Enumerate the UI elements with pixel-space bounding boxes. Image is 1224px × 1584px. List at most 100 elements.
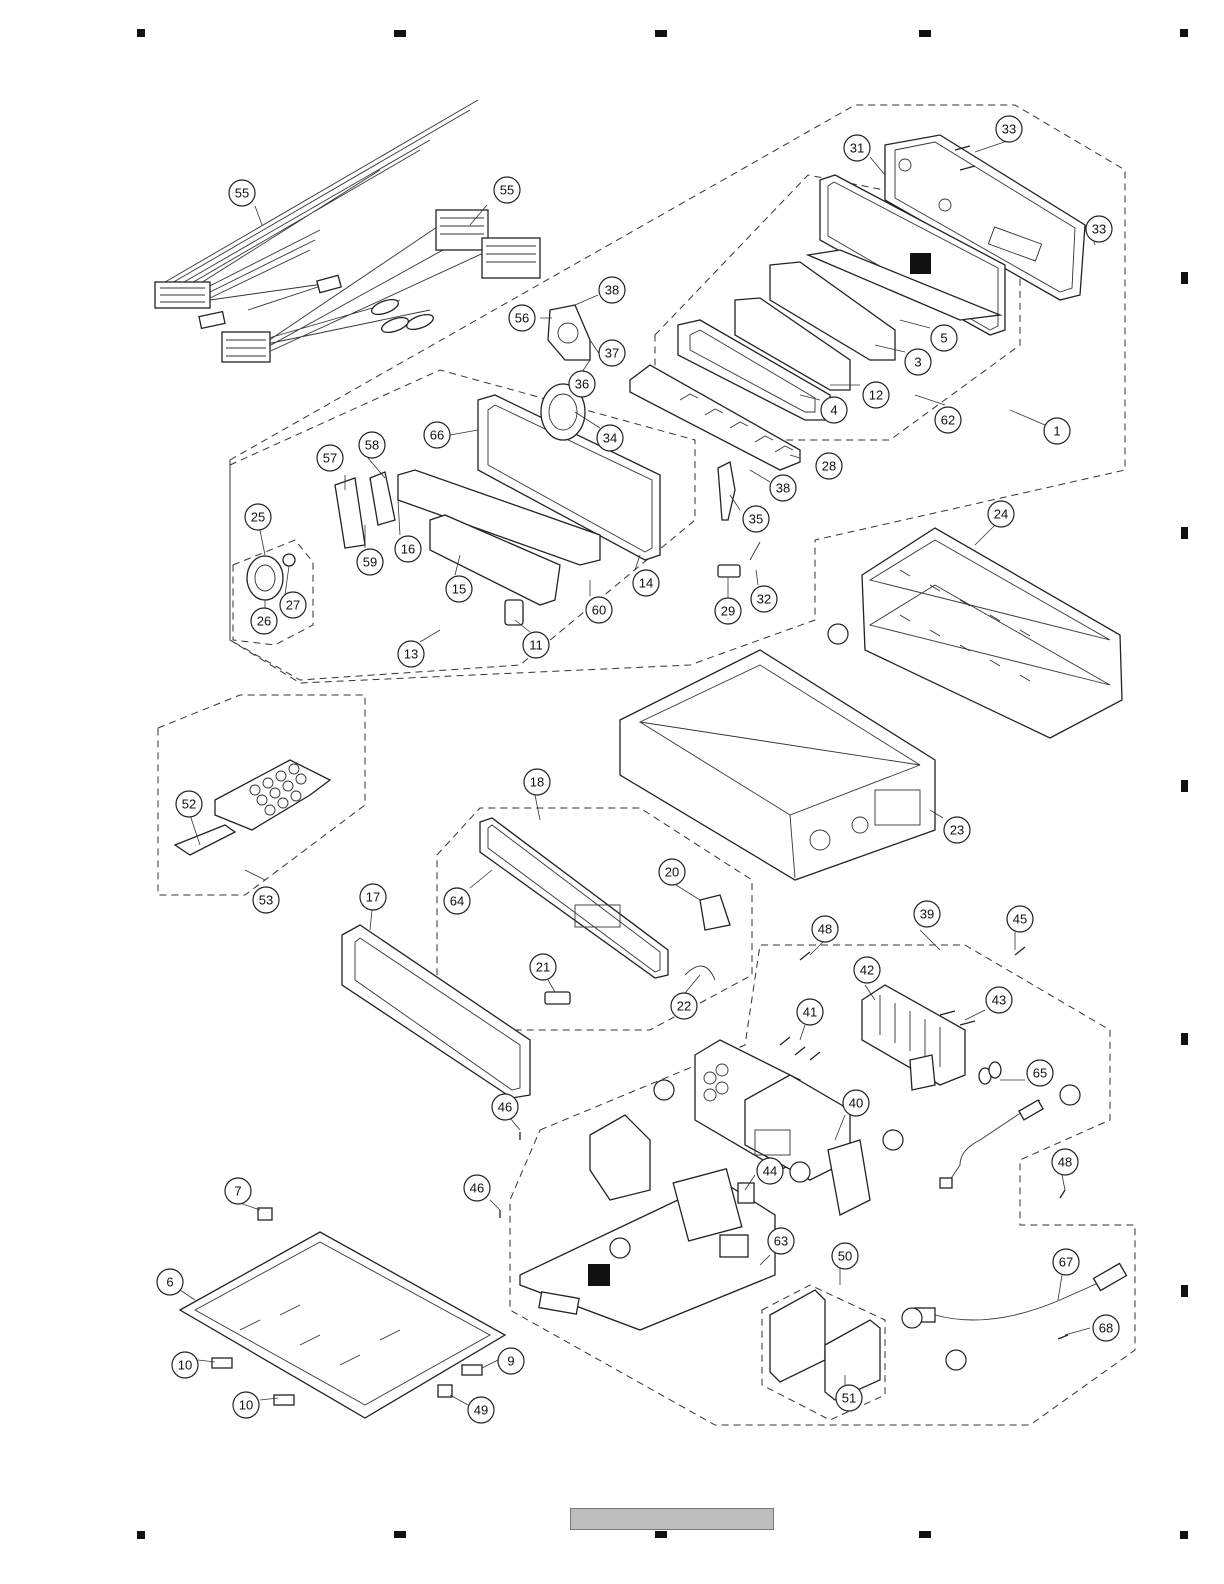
callout-13: 13 [398,641,424,667]
callout-38-top: 38 [599,277,625,303]
svg-text:45: 45 [1013,912,1027,927]
svg-text:4: 4 [830,403,837,418]
svg-text:57: 57 [323,451,337,466]
callout-27: 27 [280,592,306,618]
front-panel [335,384,660,625]
svg-text:46: 46 [470,1181,484,1196]
callout-67: 67 [1053,1249,1079,1275]
callout-3: 3 [905,349,931,375]
svg-text:59: 59 [363,555,377,570]
svg-text:50: 50 [838,1249,852,1264]
svg-text:21: 21 [536,960,550,975]
svg-text:25: 25 [251,510,265,525]
svg-text:37: 37 [605,346,619,361]
callout-52: 52 [176,791,202,817]
svg-text:18: 18 [530,775,544,790]
callout-59: 59 [357,549,383,575]
svg-text:3: 3 [914,355,921,370]
svg-text:42: 42 [860,963,874,978]
chassis-23 [620,650,935,880]
svg-text:14: 14 [639,576,653,591]
svg-text:15: 15 [452,582,466,597]
svg-text:33: 33 [1002,122,1016,137]
callout-20: 20 [659,859,685,885]
svg-text:5: 5 [940,331,947,346]
callout-24: 24 [988,501,1014,527]
svg-text:43: 43 [992,993,1006,1008]
svg-text:39: 39 [920,907,934,922]
svg-text:27: 27 [286,598,300,613]
callout-10-bottom: 10 [233,1392,259,1418]
svg-text:12: 12 [869,388,883,403]
wiring-harness [155,100,540,362]
svg-text:48: 48 [1058,1155,1072,1170]
callout-49: 49 [468,1397,494,1423]
callout-64: 64 [444,888,470,914]
callout-7: 7 [225,1178,251,1204]
callout-50: 50 [832,1243,858,1269]
svg-text:65: 65 [1033,1066,1047,1081]
svg-text:6: 6 [166,1275,173,1290]
callout-12: 12 [863,382,889,408]
callout-33-top: 33 [996,116,1022,142]
main-pcb [520,1040,870,1330]
callout-48-right: 48 [1052,1149,1078,1175]
callout-66: 66 [424,422,450,448]
callout-48-top: 48 [812,916,838,942]
svg-text:31: 31 [850,141,864,156]
callout-55-harness: 55 [229,180,255,206]
callout-32: 32 [751,586,777,612]
callout-33-right: 33 [1086,216,1112,242]
callout-5: 5 [931,325,957,351]
svg-text:41: 41 [803,1005,817,1020]
svg-text:40: 40 [849,1096,863,1111]
svg-text:55: 55 [500,183,514,198]
svg-text:46: 46 [498,1100,512,1115]
callout-34: 34 [597,425,623,451]
callout-63: 63 [768,1228,794,1254]
callout-26: 26 [251,608,277,634]
svg-text:52: 52 [182,797,196,812]
svg-text:56: 56 [515,311,529,326]
svg-text:63: 63 [774,1234,788,1249]
callout-56: 56 [509,305,535,331]
callout-36: 36 [569,371,595,397]
svg-text:51: 51 [842,1391,856,1406]
svg-text:23: 23 [950,823,964,838]
callout-28: 28 [816,453,842,479]
callout-1: 1 [1044,418,1070,444]
callout-65: 65 [1027,1060,1053,1086]
svg-text:38: 38 [776,481,790,496]
callout-37: 37 [599,340,625,366]
svg-text:11: 11 [529,638,543,653]
svg-text:60: 60 [592,603,606,618]
callout-41: 41 [797,999,823,1025]
svg-text:34: 34 [603,431,617,446]
callout-31: 31 [844,135,870,161]
callout-4: 4 [821,397,847,423]
callout-23: 23 [944,817,970,843]
callout-43: 43 [986,987,1012,1013]
callout-15: 15 [446,576,472,602]
svg-text:62: 62 [941,413,955,428]
svg-text:49: 49 [474,1403,488,1418]
svg-text:28: 28 [822,459,836,474]
svg-text:16: 16 [401,542,415,557]
svg-text:29: 29 [721,604,735,619]
svg-text:26: 26 [257,614,271,629]
svg-text:58: 58 [365,438,379,453]
callout-14: 14 [633,570,659,596]
svg-text:24: 24 [994,507,1008,522]
svg-text:10: 10 [178,1358,192,1373]
rear-plate-18 [480,818,730,1004]
callout-55-connector: 55 [494,177,520,203]
callout-10-left: 10 [172,1352,198,1378]
callout-46-top: 46 [492,1094,518,1120]
callout-9: 9 [498,1348,524,1374]
callout-38-mid: 38 [770,475,796,501]
svg-text:17: 17 [366,890,380,905]
svg-text:48: 48 [818,922,832,937]
callout-51: 51 [836,1385,862,1411]
svg-text:32: 32 [757,592,771,607]
callout-17: 17 [360,884,386,910]
